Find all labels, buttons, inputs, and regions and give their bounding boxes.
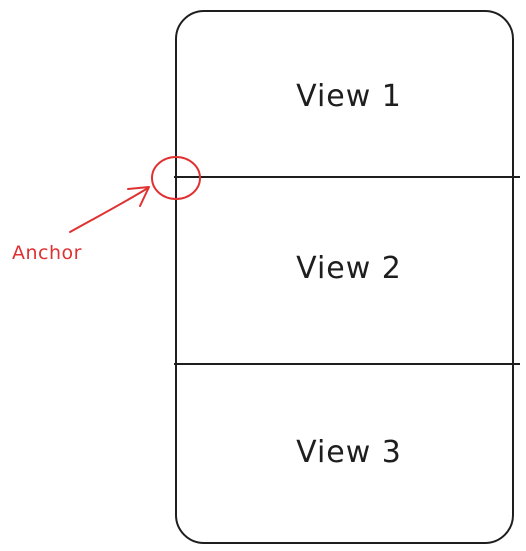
view-2-label: View 2 <box>296 251 402 286</box>
container-box <box>175 10 514 544</box>
view-1-label: View 1 <box>296 79 402 114</box>
anchor-arrow <box>69 187 149 233</box>
view-3-label: View 3 <box>296 435 402 470</box>
anchor-label: Anchor <box>12 242 82 264</box>
anchor-arrow-head <box>127 186 150 207</box>
anchor-circle <box>151 156 201 200</box>
